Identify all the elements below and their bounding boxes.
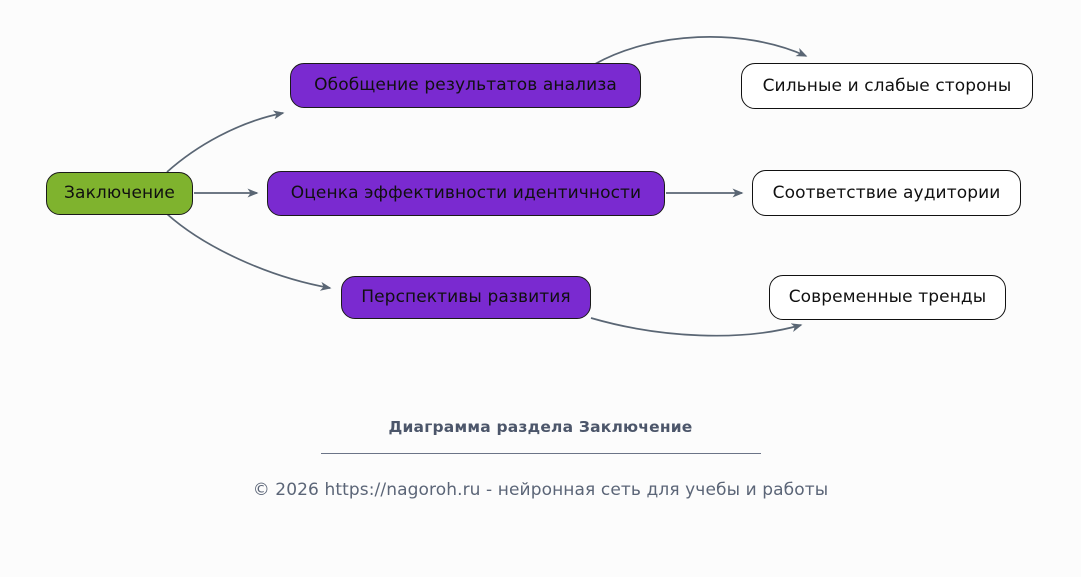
edge-root-to-mid1 [166,110,285,173]
edge-root-to-mid3 [166,213,332,291]
node-audience-fit[interactable]: Соответствие аудитории [752,170,1021,216]
node-summary-of-analysis-label: Обобщение результатов анализа [314,75,617,95]
node-development-prospects[interactable]: Перспективы развития [341,276,591,319]
node-audience-fit-label: Соответствие аудитории [772,182,1001,203]
node-modern-trends[interactable]: Современные тренды [769,275,1006,320]
node-modern-trends-label: Современные тренды [788,287,987,307]
node-root[interactable]: Заключение [46,172,193,215]
node-development-prospects-label: Перспективы развития [361,287,571,307]
node-strengths-weaknesses-label: Сильные и слабые стороны [762,75,1012,96]
edge-mid3-to-leaf3 [590,317,803,337]
footer-copyright: © 2026 https://nagoroh.ru - нейронная се… [252,480,829,500]
diagram-caption: Диаграмма раздела Заключение [0,418,1081,454]
caption-title: Диаграмма раздела Заключение [388,418,693,436]
node-identity-effectiveness[interactable]: Оценка эффективности идентичности [267,171,665,216]
caption-divider [320,453,761,454]
edge-mid1-to-leaf1 [594,36,808,65]
node-root-label: Заключение [64,183,175,203]
node-summary-of-analysis[interactable]: Обобщение результатов анализа [290,63,641,108]
node-identity-effectiveness-label: Оценка эффективности идентичности [290,183,642,203]
node-strengths-weaknesses[interactable]: Сильные и слабые стороны [741,63,1033,109]
